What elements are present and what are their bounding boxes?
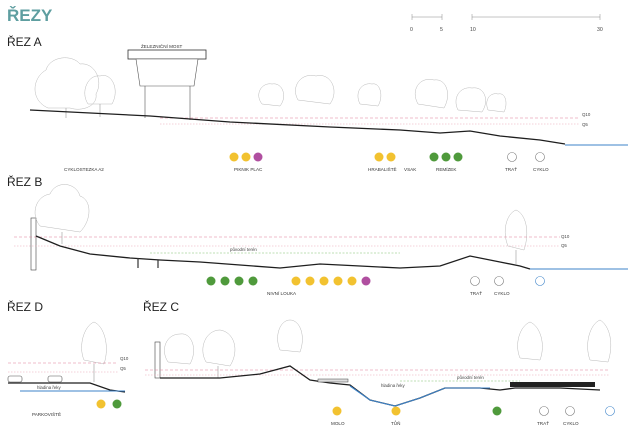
tun-icon [391, 406, 401, 416]
louka-icon [361, 276, 371, 286]
section-c: ŘEZ C původní terén hladina řeky MOLO TŮ… [143, 299, 615, 426]
section-d-q5-label: Q5 [120, 366, 126, 371]
louka-icon [319, 276, 329, 286]
label-cyklo: CYKLO [533, 167, 549, 172]
section-a-title: ŘEZ A [7, 34, 42, 49]
section-c-pond [349, 385, 490, 407]
louka-icons [206, 276, 371, 286]
section-a: ŘEZ A ŽELEZNIČNÍ MOST Q10 Q5 [7, 34, 628, 172]
section-b-original-terrain-label: původní terén [230, 247, 257, 252]
louka-icon [248, 276, 258, 286]
trat-icon [470, 276, 480, 286]
section-a-ground-line [29, 109, 566, 145]
trat-icon [539, 406, 549, 416]
section-a-q5-label: Q5 [582, 122, 588, 127]
section-b-trees [34, 184, 527, 264]
railway-embankment [510, 382, 595, 387]
cyklo-icon [494, 276, 504, 286]
section-b-title: ŘEZ B [7, 174, 42, 189]
section-c-original-terrain-label: původní terén [457, 375, 484, 380]
section-a-q10-label: Q10 [582, 112, 591, 117]
trat-icon [535, 276, 545, 286]
louka-icon [220, 276, 230, 286]
label-hrabaliste: HRABALIŠTĚ [368, 165, 397, 172]
cyklo-icon [535, 152, 545, 162]
parking-icon [96, 399, 106, 409]
section-c-trees [164, 319, 611, 378]
label-nivni-louka: NIVNÍ LOUKA [267, 290, 297, 296]
remizek-icon [453, 152, 463, 162]
section-a-trees [34, 57, 507, 118]
section-d-title: ŘEZ D [7, 299, 43, 314]
tun-icon [492, 406, 502, 416]
trat-icon [507, 152, 517, 162]
louka-icon [291, 276, 301, 286]
hrabaliste-icon [374, 152, 384, 162]
label-molo: MOLO [331, 421, 345, 426]
cyklo-icon [565, 406, 575, 416]
section-d: ŘEZ D Q10 Q5 hladina řeky PARKOVIŠTĚ [7, 299, 129, 417]
label-cyklo: CYKLO [563, 421, 579, 426]
louka-icon [305, 276, 315, 286]
section-b: ŘEZ B Q10 Q5 původní terén [7, 174, 628, 296]
remizek-icons [429, 152, 463, 162]
label-tun: TŮŇ [391, 420, 400, 426]
label-piknik-plac: PIKNIK PLAC [234, 167, 263, 172]
scale-tick-30: 30 [597, 27, 603, 33]
piknik-icon [241, 152, 251, 162]
scale-tick-5: 5 [440, 27, 443, 33]
molo-icon [332, 406, 342, 416]
label-trat: TRAŤ [470, 289, 482, 296]
section-c-wall [154, 341, 161, 379]
louka-icon [206, 276, 216, 286]
label-trat: TRAŤ [505, 165, 517, 172]
piknik-icons [229, 152, 263, 162]
section-c-title: ŘEZ C [143, 299, 179, 314]
parking-icon [112, 399, 122, 409]
piknik-icon [253, 152, 263, 162]
louka-icon [333, 276, 343, 286]
louka-icon [347, 276, 357, 286]
label-remizek: REMÍZEK [436, 166, 457, 172]
hrabaliste-icon [386, 152, 396, 162]
label-trat: TRAŤ [537, 419, 549, 426]
remizek-icon [429, 152, 439, 162]
section-b-ground-line [35, 235, 531, 270]
section-d-water-label: hladina řeky [37, 385, 61, 390]
scale-tick-0: 0 [410, 27, 413, 33]
remizek-icon [441, 152, 451, 162]
hrabaliste-icons [374, 152, 396, 162]
railway-bridge: ŽELEZNIČNÍ MOST [127, 42, 207, 120]
label-vsak: VSAK [404, 167, 417, 172]
label-cyklostezka: CYKLOSTEZKA A2 [64, 167, 104, 172]
section-d-q10-label: Q10 [120, 356, 129, 361]
scale-bar: 0 5 10 30 [410, 14, 603, 33]
section-b-wall [30, 217, 37, 271]
car-shape [7, 375, 23, 383]
label-cyklo: CYKLO [494, 291, 510, 296]
section-b-q10-label: Q10 [561, 234, 570, 239]
trat-icon [605, 406, 615, 416]
piknik-icon [229, 152, 239, 162]
section-c-water-label: hladina řeky [381, 383, 405, 388]
label-parkoviste: PARKOVIŠTĚ [32, 410, 61, 417]
section-b-q5-label: Q5 [561, 243, 567, 248]
molo-deck [317, 378, 349, 383]
scale-tick-10: 10 [470, 27, 476, 33]
bridge-label: ŽELEZNIČNÍ MOST [141, 42, 183, 49]
sheet-title: ŘEZY [7, 6, 53, 25]
louka-icon [234, 276, 244, 286]
car-shape [47, 375, 63, 383]
